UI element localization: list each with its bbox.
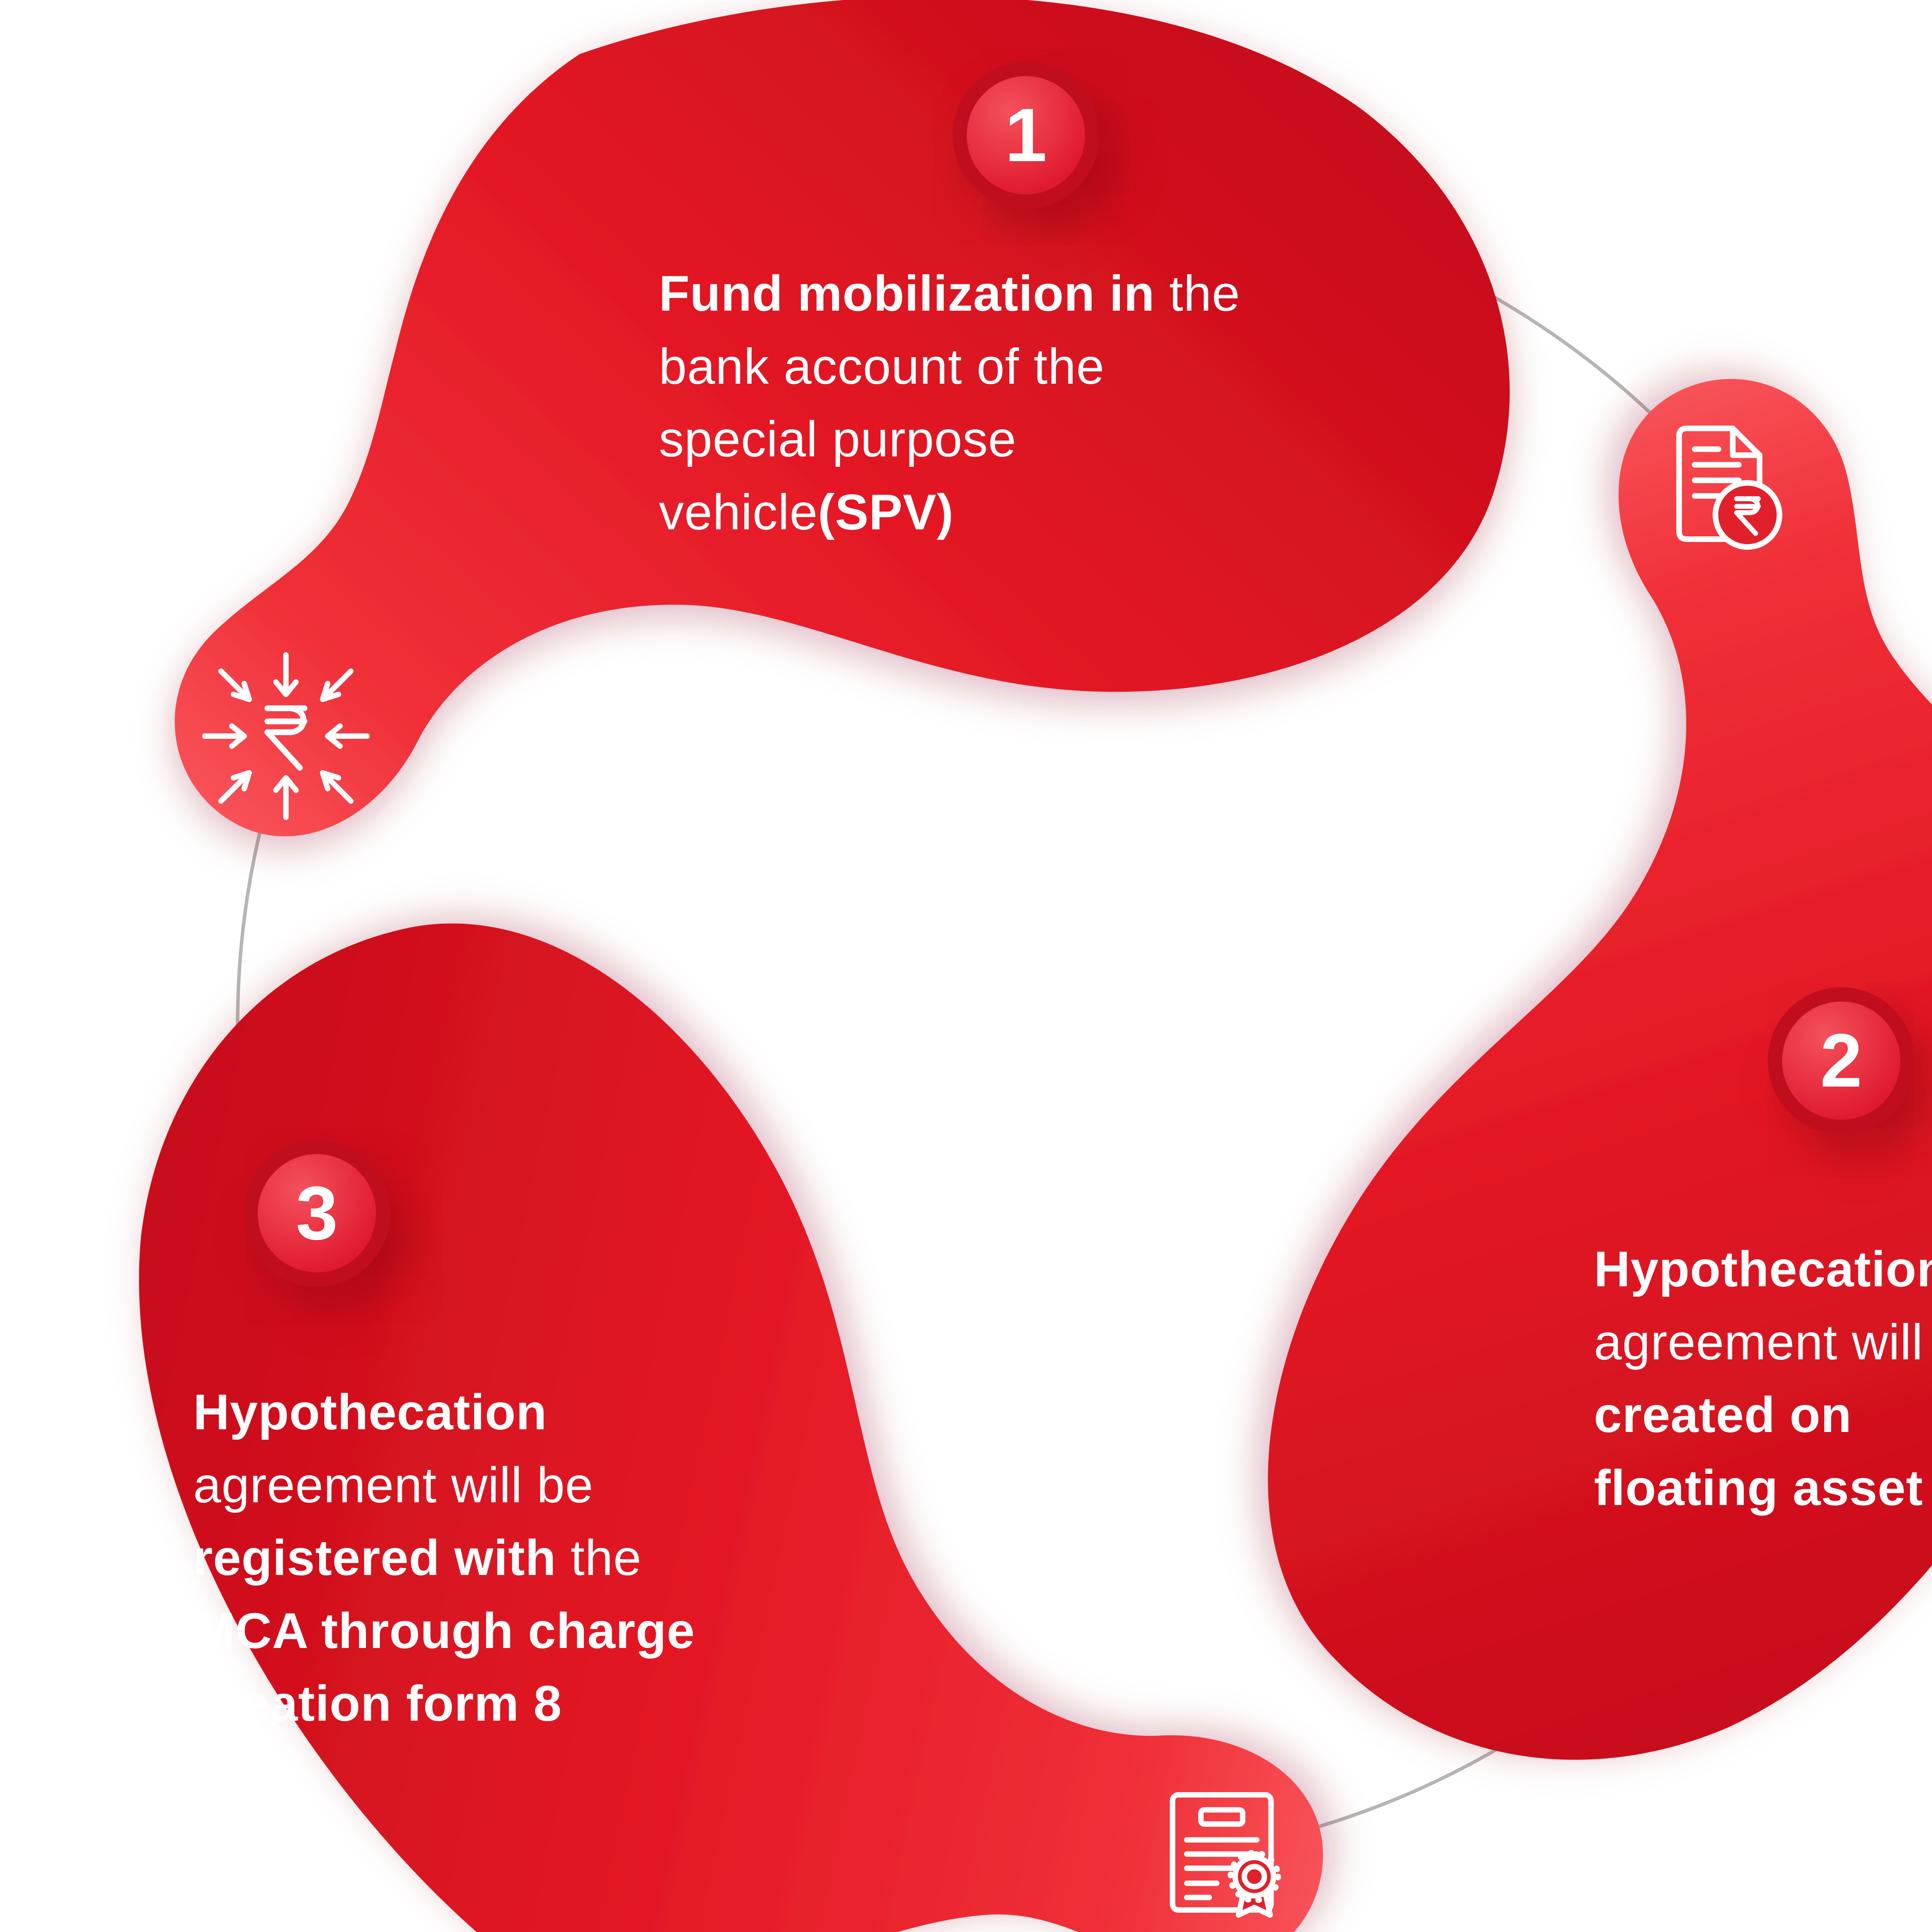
- text-segment: Hypothecation: [1594, 1241, 1932, 1297]
- text-segment: (SPV): [818, 484, 954, 540]
- text-line: vehicle(SPV): [659, 476, 1451, 549]
- step-1-badge: 1: [952, 62, 1099, 209]
- text-segment: Fund mobilization in: [659, 265, 1155, 321]
- rosette-circle: [1235, 1857, 1274, 1896]
- text-segment: vehicle: [659, 484, 818, 540]
- step-2-badge-inner: 2: [1782, 1002, 1900, 1120]
- text-line: agreement will be: [1594, 1306, 1932, 1379]
- step-3-number: 3: [296, 1175, 338, 1251]
- step-2-text: Hypothecation agreement will be created …: [1594, 1233, 1932, 1524]
- text-segment: creation form 8: [193, 1675, 562, 1731]
- text-segment: created on: [1594, 1386, 1852, 1443]
- text-line: MCA through charge: [193, 1594, 831, 1667]
- step-1-badge-inner: 1: [967, 76, 1085, 194]
- text-line: agreement will be: [193, 1449, 831, 1522]
- step-2-number: 2: [1820, 1023, 1862, 1099]
- text-segment: the: [556, 1529, 642, 1586]
- text-segment: special purpose: [659, 411, 1017, 467]
- text-segment: floating asset: [1594, 1459, 1923, 1516]
- text-segment: the: [1155, 265, 1240, 321]
- text-line: special purpose: [659, 403, 1451, 476]
- step-3-blob: [0, 742, 1364, 1932]
- step-3-badge: 3: [243, 1140, 390, 1287]
- text-segment: agreement will be: [193, 1457, 594, 1513]
- text-line: registered with the: [193, 1521, 831, 1594]
- text-line: Hypothecation: [193, 1376, 831, 1449]
- text-segment: agreement will be: [1594, 1314, 1932, 1370]
- text-line: bank account of the: [659, 330, 1451, 403]
- text-line: creation form 8: [193, 1667, 831, 1740]
- text-line: created on: [1594, 1378, 1932, 1451]
- step-3-badge-inner: 3: [258, 1154, 376, 1272]
- step-1-text: Fund mobilization in the bank account of…: [659, 257, 1451, 548]
- text-segment: registered with: [193, 1529, 556, 1586]
- step-3-text: Hypothecation agreement will be register…: [193, 1376, 831, 1740]
- text-segment: MCA through charge: [193, 1602, 695, 1659]
- text-line: floating asset: [1594, 1451, 1932, 1524]
- text-segment: Hypothecation: [193, 1384, 547, 1440]
- text-line: Fund mobilization in the: [659, 257, 1451, 330]
- step-1-number: 1: [1005, 97, 1047, 173]
- text-segment: bank account of the: [659, 338, 1105, 395]
- step-2-badge: 2: [1768, 987, 1915, 1134]
- text-line: Hypothecation: [1594, 1233, 1932, 1306]
